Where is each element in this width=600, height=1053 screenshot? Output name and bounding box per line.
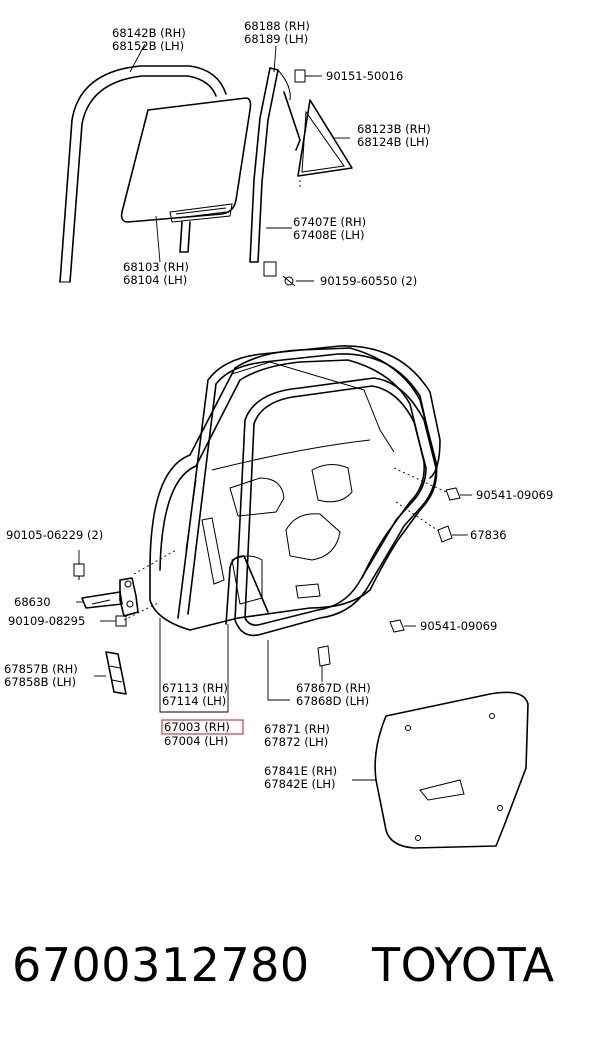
label-68152b: 68152B (LH) (112, 39, 184, 53)
caption: 6700312780 TOYOTA (0, 932, 600, 1012)
label-68124b: 68124B (LH) (357, 135, 429, 149)
clip-90541-upper-icon (445, 487, 461, 501)
label-67004: 67004 (LH) (164, 734, 228, 748)
label-67858b: 67858B (LH) (4, 675, 76, 689)
label-67114: 67114 (LH) (162, 694, 226, 708)
label-67408e: 67408E (LH) (293, 228, 365, 242)
bolt-90109-icon (115, 615, 127, 627)
door-panel-67003 (149, 347, 438, 631)
label-90541-upper: 90541-09069 (476, 488, 553, 502)
part-labels: 68142B (RH) 68152B (LH) 68188 (RH) 68189… (4, 19, 553, 791)
label-67836: 67836 (470, 528, 507, 542)
label-90109: 90109-08295 (8, 614, 85, 628)
bolt-90105-icon (73, 563, 85, 580)
division-bar-68188 (249, 67, 301, 277)
brand-name: TOYOTA (372, 938, 555, 992)
label-68142b: 68142B (RH) (112, 26, 186, 40)
label-68189: 68189 (LH) (244, 32, 308, 46)
label-90541-lower: 90541-09069 (420, 619, 497, 633)
weatherstrip-67113 (177, 345, 441, 619)
door-check-67857b (105, 651, 127, 695)
quarter-glass-68123b (297, 99, 353, 177)
clip-67836-icon (437, 525, 453, 543)
weatherstrip-67871 (225, 377, 437, 637)
label-67113: 67113 (RH) (162, 681, 228, 695)
label-67842e: 67842E (LH) (264, 777, 336, 791)
highlight-box-67003 (161, 719, 244, 735)
label-67841e: 67841E (RH) (264, 764, 337, 778)
clip-90541-lower-icon (389, 619, 405, 633)
part-number: 6700312780 (12, 938, 310, 992)
label-67003: 67003 (RH) (164, 720, 230, 734)
label-67407e: 67407E (RH) (293, 215, 366, 229)
label-90105: 90105-06229 (2) (6, 528, 103, 542)
label-67867d: 67867D (RH) (296, 681, 371, 695)
label-90151: 90151-50016 (326, 69, 403, 83)
label-68103: 68103 (RH) (123, 260, 189, 274)
label-90159: 90159-60550 (2) (320, 274, 417, 288)
label-67868d: 67868D (LH) (296, 694, 369, 708)
label-68630: 68630 (14, 595, 51, 609)
door-hinge-68630 (81, 577, 139, 617)
label-68188: 68188 (RH) (244, 19, 310, 33)
door-glass-68103 (120, 97, 252, 253)
label-68123b: 68123B (RH) (357, 122, 431, 136)
clip-67867d-icon (317, 645, 331, 667)
window-run-channel-68142b (59, 65, 227, 283)
label-67872: 67872 (LH) (264, 735, 328, 749)
screw-90151-icon (294, 69, 312, 83)
label-67871: 67871 (RH) (264, 722, 330, 736)
leader-lines (76, 43, 472, 781)
label-67857b: 67857B (RH) (4, 662, 78, 676)
service-hole-cover-67841e (374, 691, 529, 849)
label-68104: 68104 (LH) (123, 273, 187, 287)
bolt-90159-icon (282, 275, 296, 287)
